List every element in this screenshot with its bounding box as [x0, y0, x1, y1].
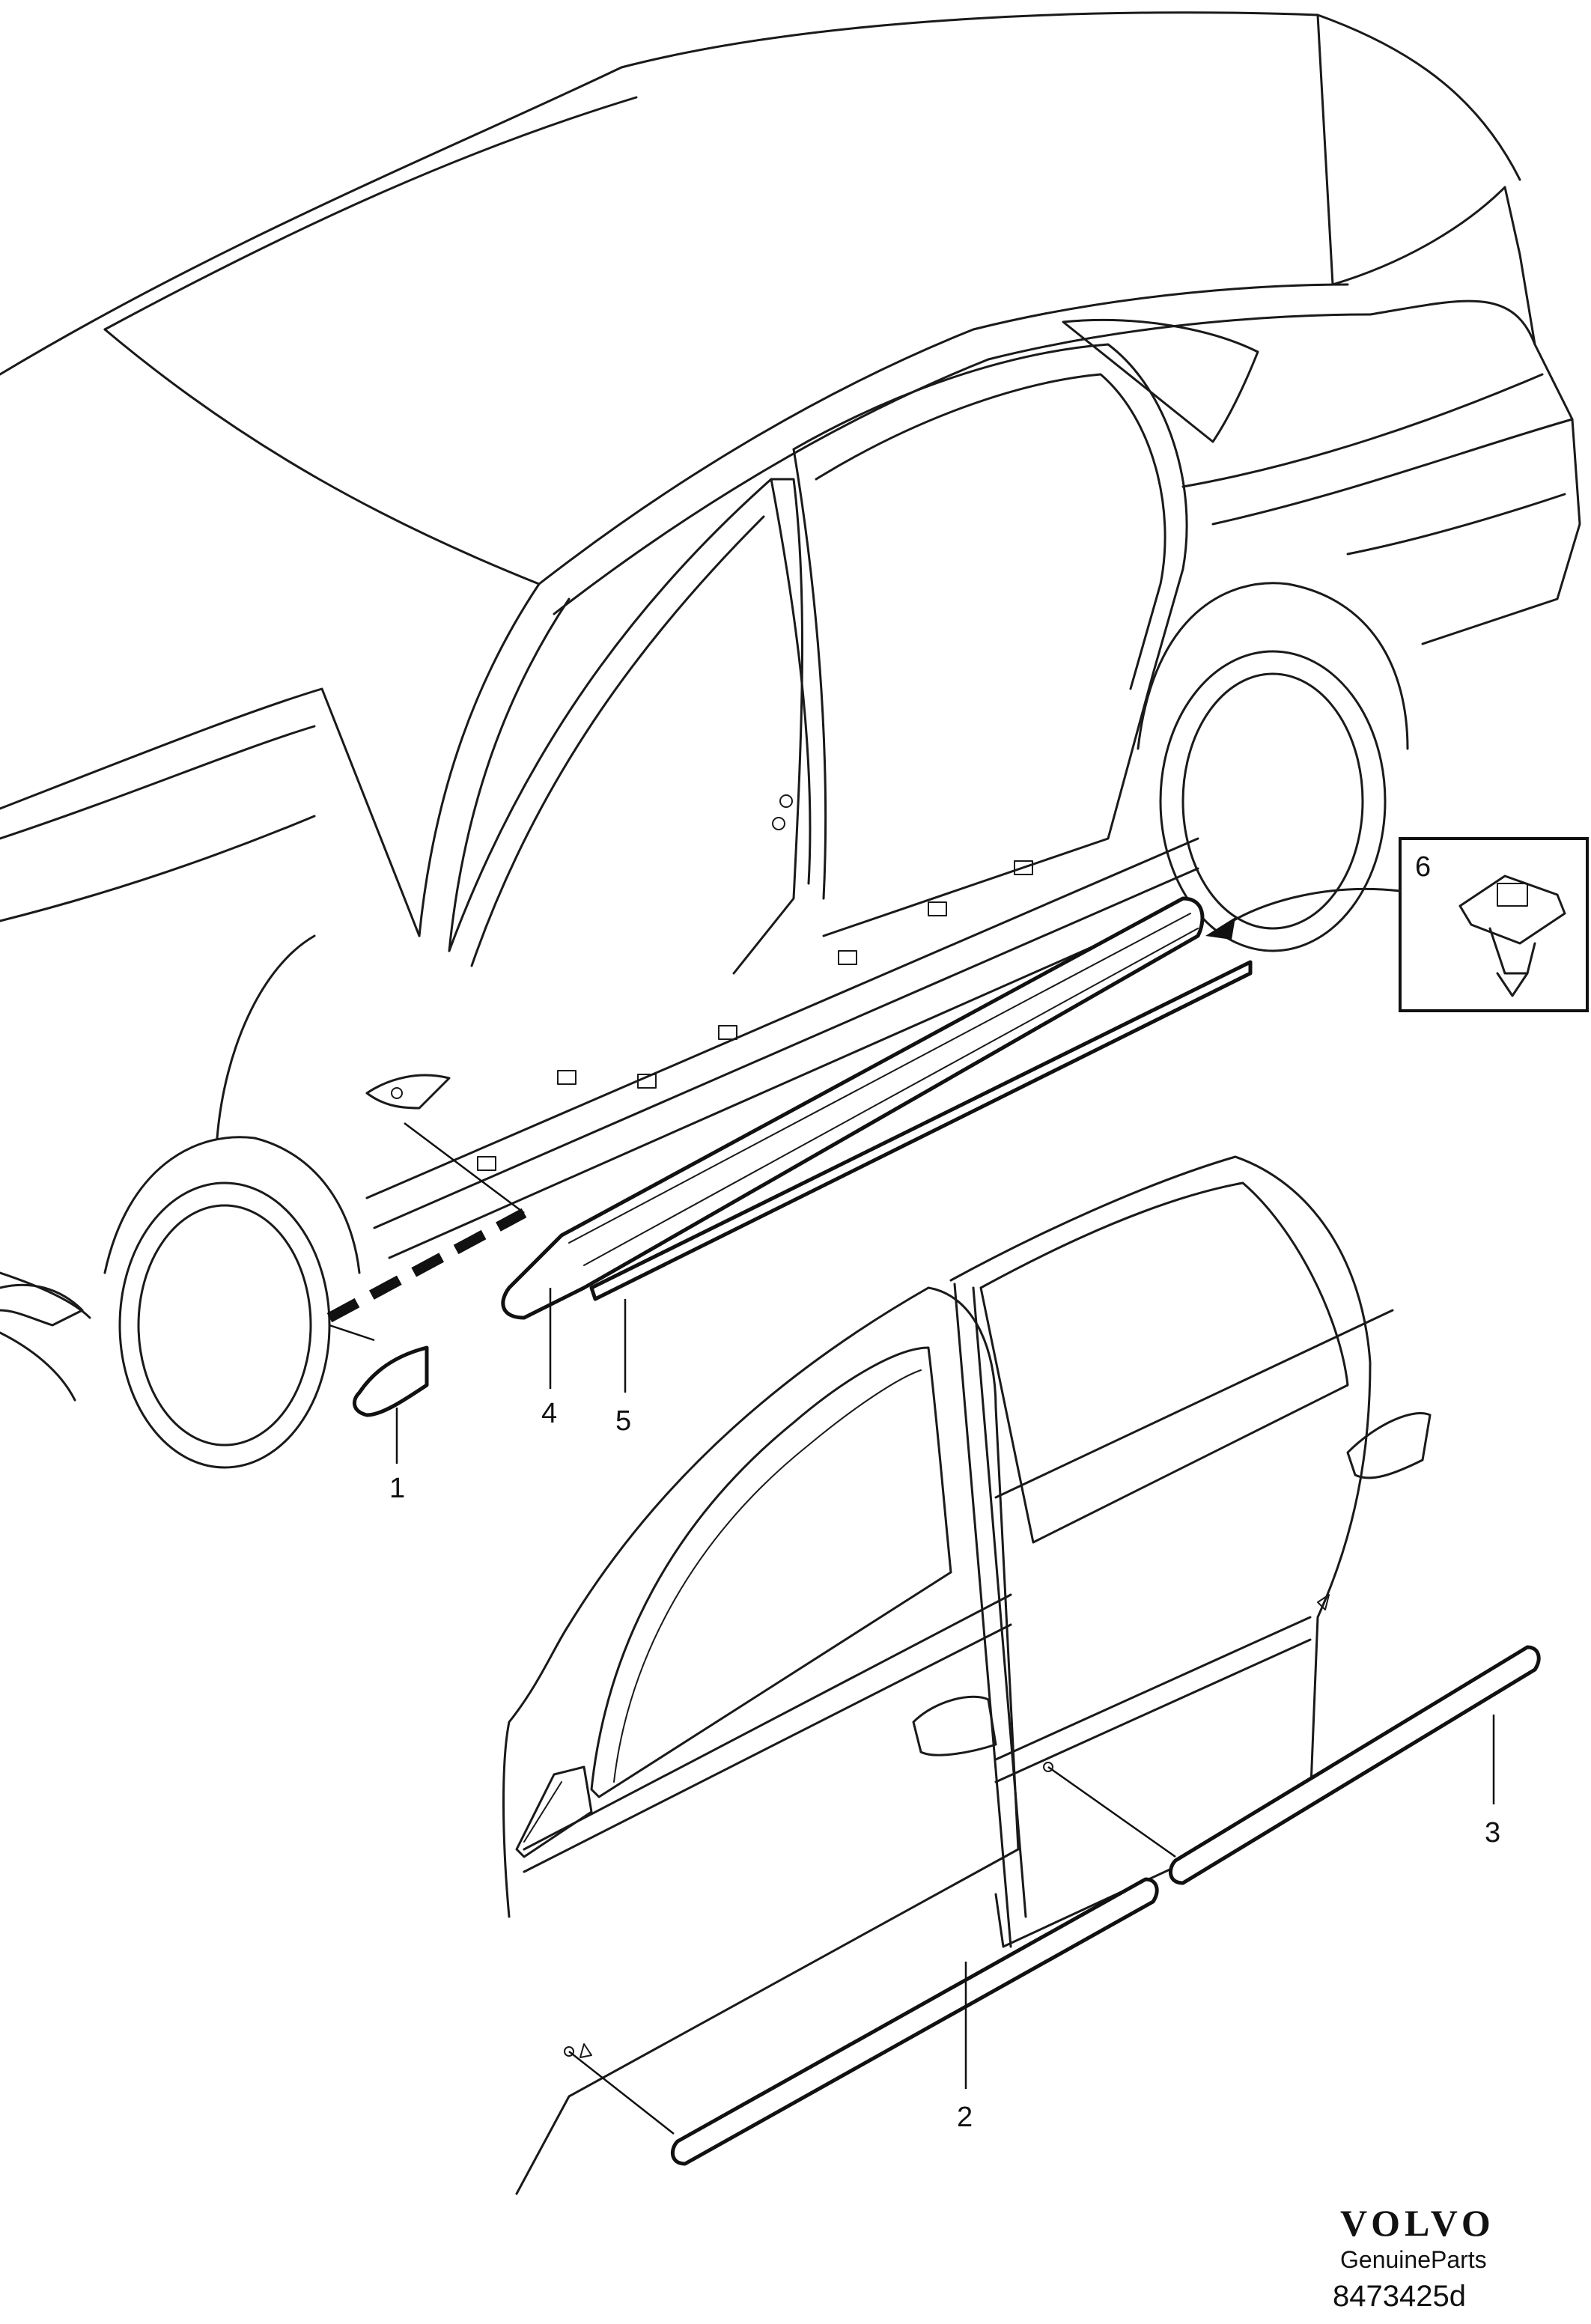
callout-5: 5: [615, 1405, 631, 1437]
car-body: [0, 11, 1581, 1469]
callout-1: 1: [389, 1473, 405, 1504]
callout-4: 4: [541, 1398, 557, 1429]
sill-fastener-holes: [391, 794, 1033, 1171]
brand-logo: VOLVO: [1340, 2202, 1495, 2244]
part-4-sill-cover: 4: [501, 896, 1205, 1429]
callout-6: 6: [1415, 851, 1431, 883]
doors-assembly: [502, 1155, 1432, 2195]
callout-3: 3: [1485, 1817, 1500, 1849]
figure-number: 8473425d: [1333, 2280, 1466, 2313]
part-2-front-door-moulding: 2: [568, 1877, 1159, 2166]
part-1-trim-cap: 1: [326, 1122, 527, 1504]
part-6-clip-inset: 6: [1205, 837, 1589, 1012]
part-5-sill-strip: 5: [589, 960, 1253, 1437]
part-3-rear-door-moulding: 3: [1047, 1645, 1541, 1885]
callout-2: 2: [957, 2102, 973, 2133]
brand-subtitle: GenuineParts: [1340, 2246, 1487, 2273]
